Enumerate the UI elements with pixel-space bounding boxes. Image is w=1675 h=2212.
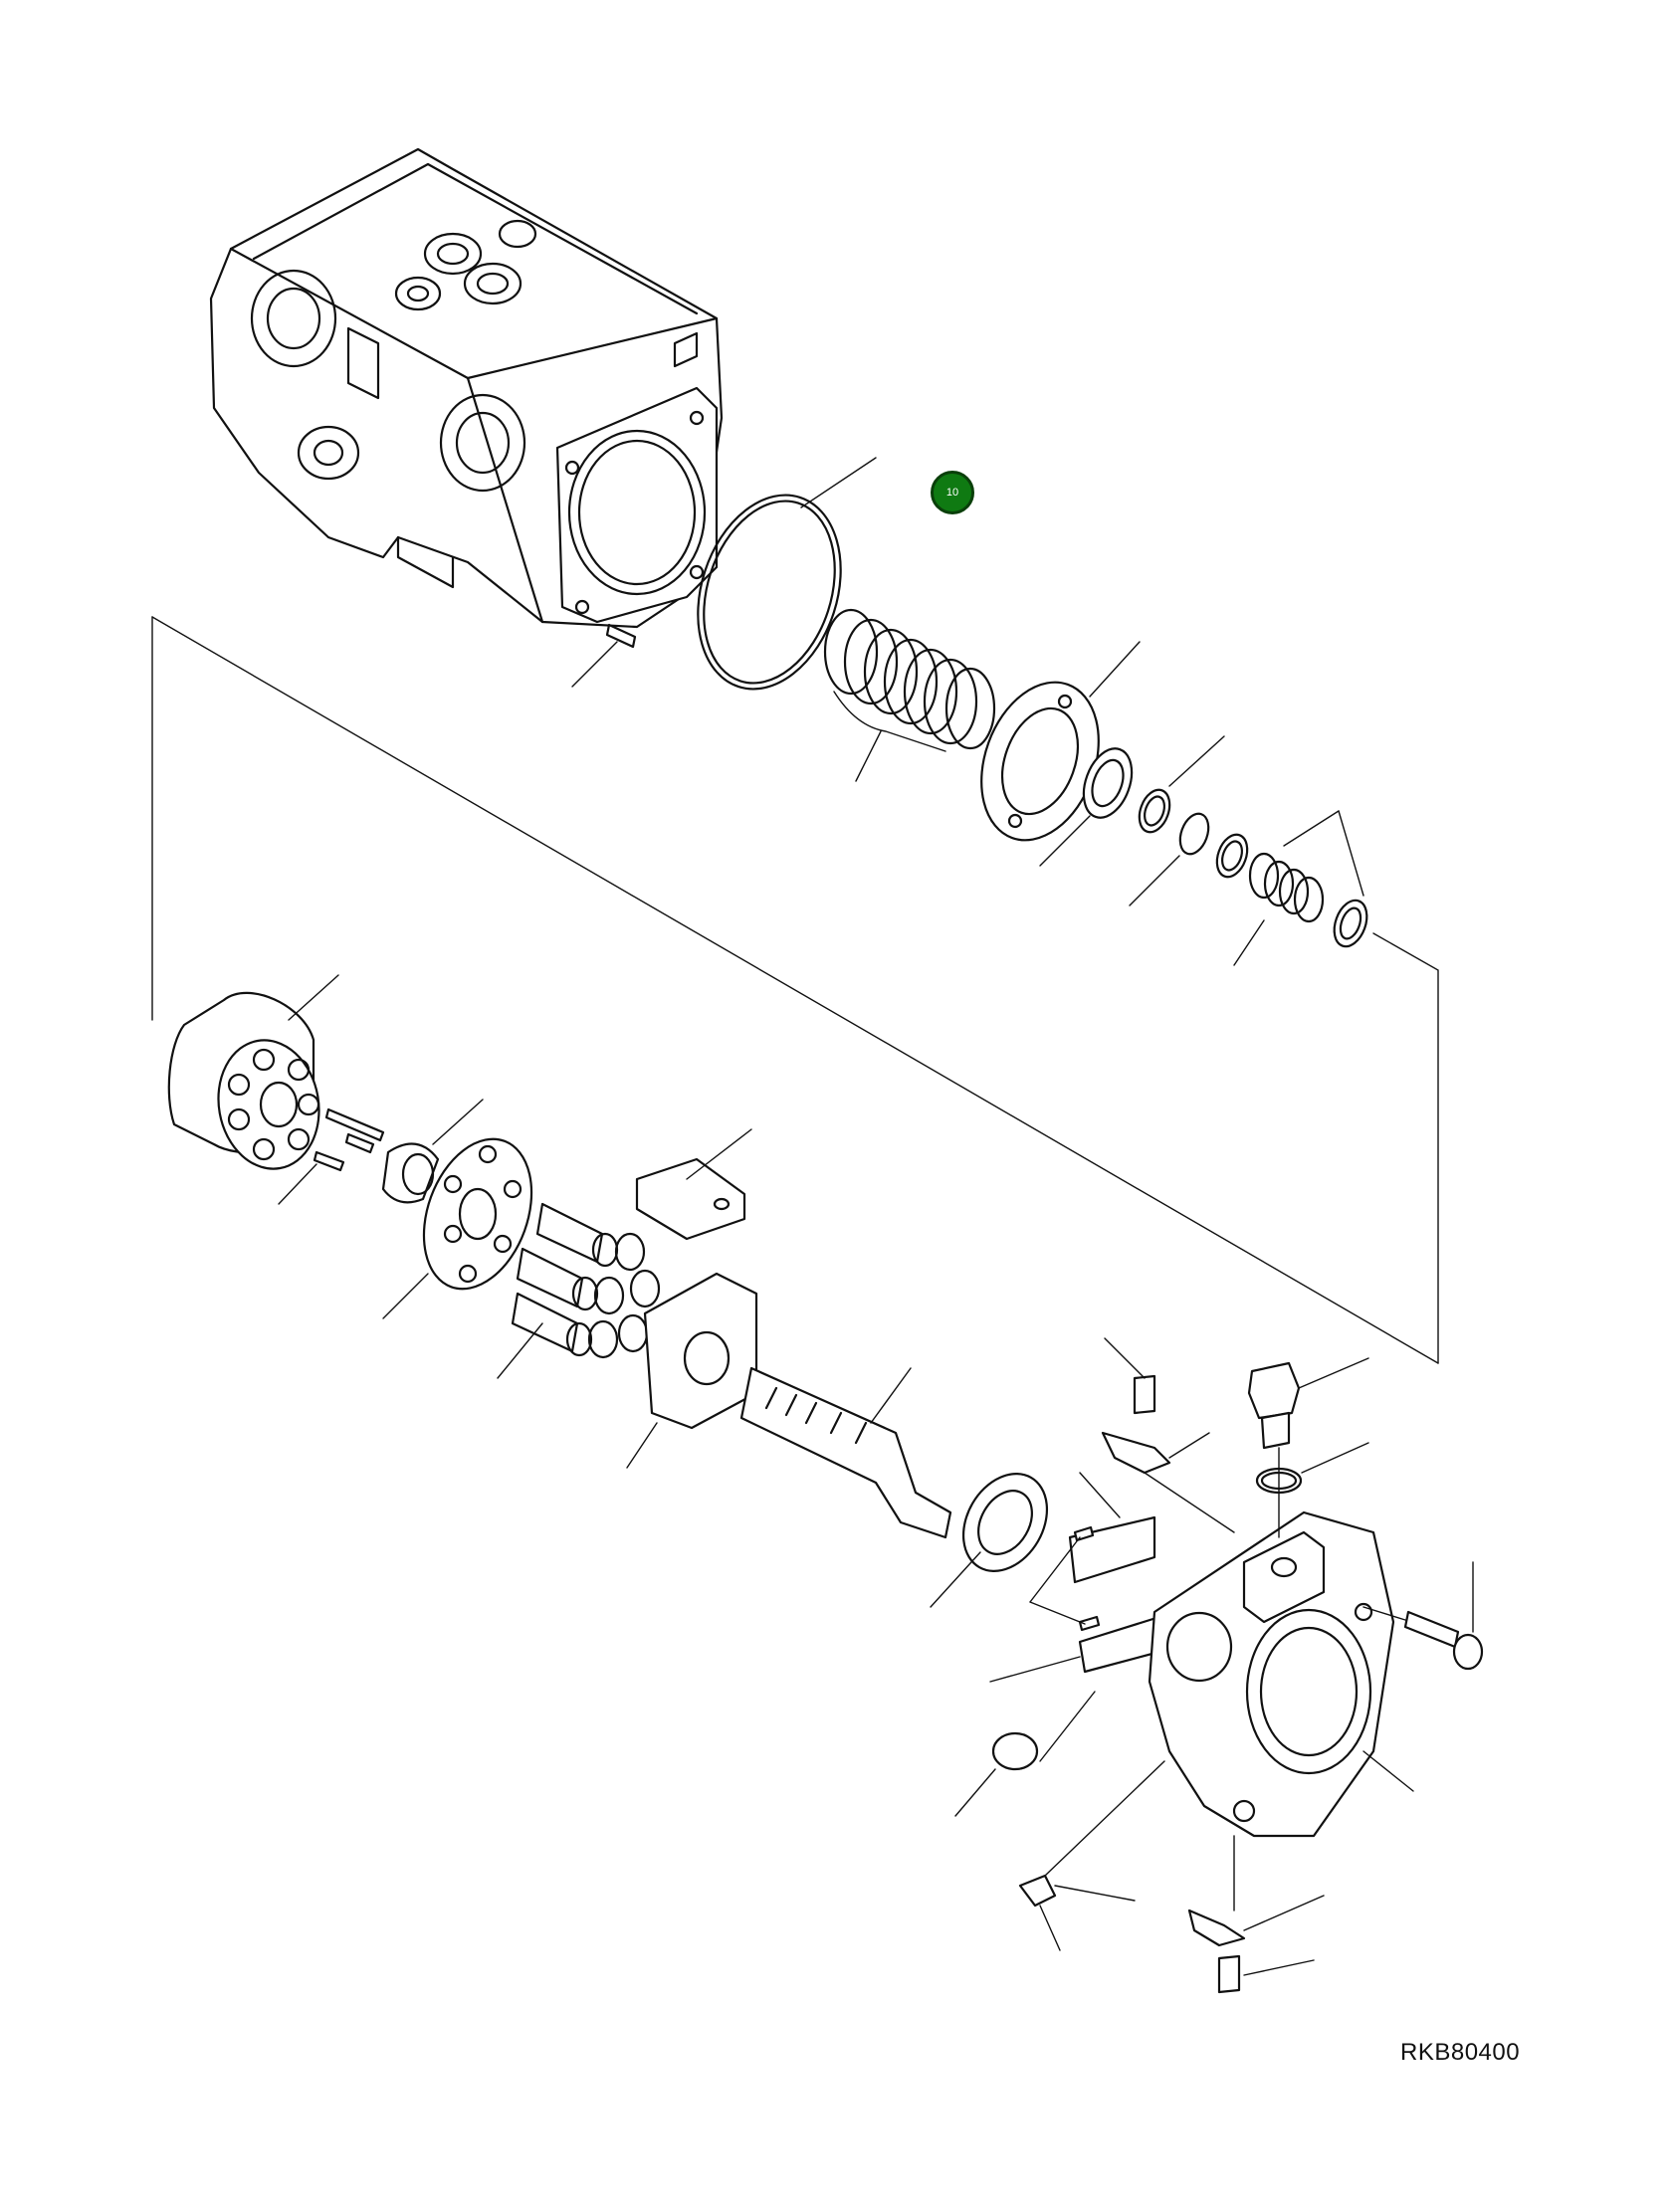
plug-bolt-part[interactable] bbox=[1247, 1357, 1369, 1538]
drawing-code-label: RKB80400 bbox=[1400, 2039, 1521, 2066]
drive-shaft-part[interactable] bbox=[739, 1366, 952, 1539]
rocker-cam-part[interactable] bbox=[626, 1272, 758, 1469]
piston-part[interactable] bbox=[497, 1202, 661, 1379]
lock-plate-lower-part[interactable] bbox=[1187, 1835, 1325, 1947]
o-ring-large-part[interactable] bbox=[674, 457, 877, 707]
pump-case-part[interactable] bbox=[209, 147, 724, 629]
bushing-pin-part[interactable] bbox=[1029, 1525, 1101, 1632]
lock-plate-upper-part[interactable] bbox=[1101, 1431, 1235, 1533]
cylinder-block-part[interactable] bbox=[167, 974, 339, 1177]
socket-bolt-part[interactable] bbox=[1362, 1561, 1484, 1671]
return-spring-part[interactable] bbox=[1233, 810, 1364, 966]
drain-plug-part[interactable] bbox=[1018, 1760, 1165, 1951]
guide-pin-part[interactable] bbox=[278, 1107, 385, 1205]
assembly-outline bbox=[151, 616, 1439, 1364]
retainer-plate-part[interactable] bbox=[382, 1124, 551, 1319]
dowel-pin-part[interactable] bbox=[571, 623, 637, 688]
bushing-lower-part[interactable] bbox=[989, 1615, 1161, 1683]
callout-marker-10[interactable]: 10 bbox=[931, 471, 974, 514]
bearing-small-part[interactable] bbox=[1039, 742, 1141, 867]
spherical-bushing-part[interactable] bbox=[381, 1099, 484, 1204]
washer-part[interactable] bbox=[1134, 735, 1225, 836]
valve-plate-part[interactable] bbox=[960, 641, 1141, 857]
lock-screw-upper-part[interactable] bbox=[1104, 1337, 1156, 1415]
end-washer-part[interactable] bbox=[1329, 896, 1373, 950]
o-ring-plug-part[interactable] bbox=[1255, 1442, 1369, 1495]
snap-ring-part[interactable] bbox=[1129, 810, 1213, 906]
spring-seat-part[interactable] bbox=[1211, 831, 1252, 882]
o-ring-small-part[interactable] bbox=[954, 1691, 1096, 1817]
slide-guide-part[interactable] bbox=[635, 1128, 752, 1241]
bushing-upper-part[interactable] bbox=[1068, 1472, 1156, 1584]
shim-stack-part[interactable] bbox=[823, 608, 996, 782]
lock-screw-lower-part[interactable] bbox=[1217, 1954, 1315, 1994]
callout-number: 10 bbox=[945, 487, 959, 499]
bearing-large-part[interactable] bbox=[930, 1459, 1064, 1608]
end-housing-part[interactable] bbox=[1148, 1510, 1414, 1838]
